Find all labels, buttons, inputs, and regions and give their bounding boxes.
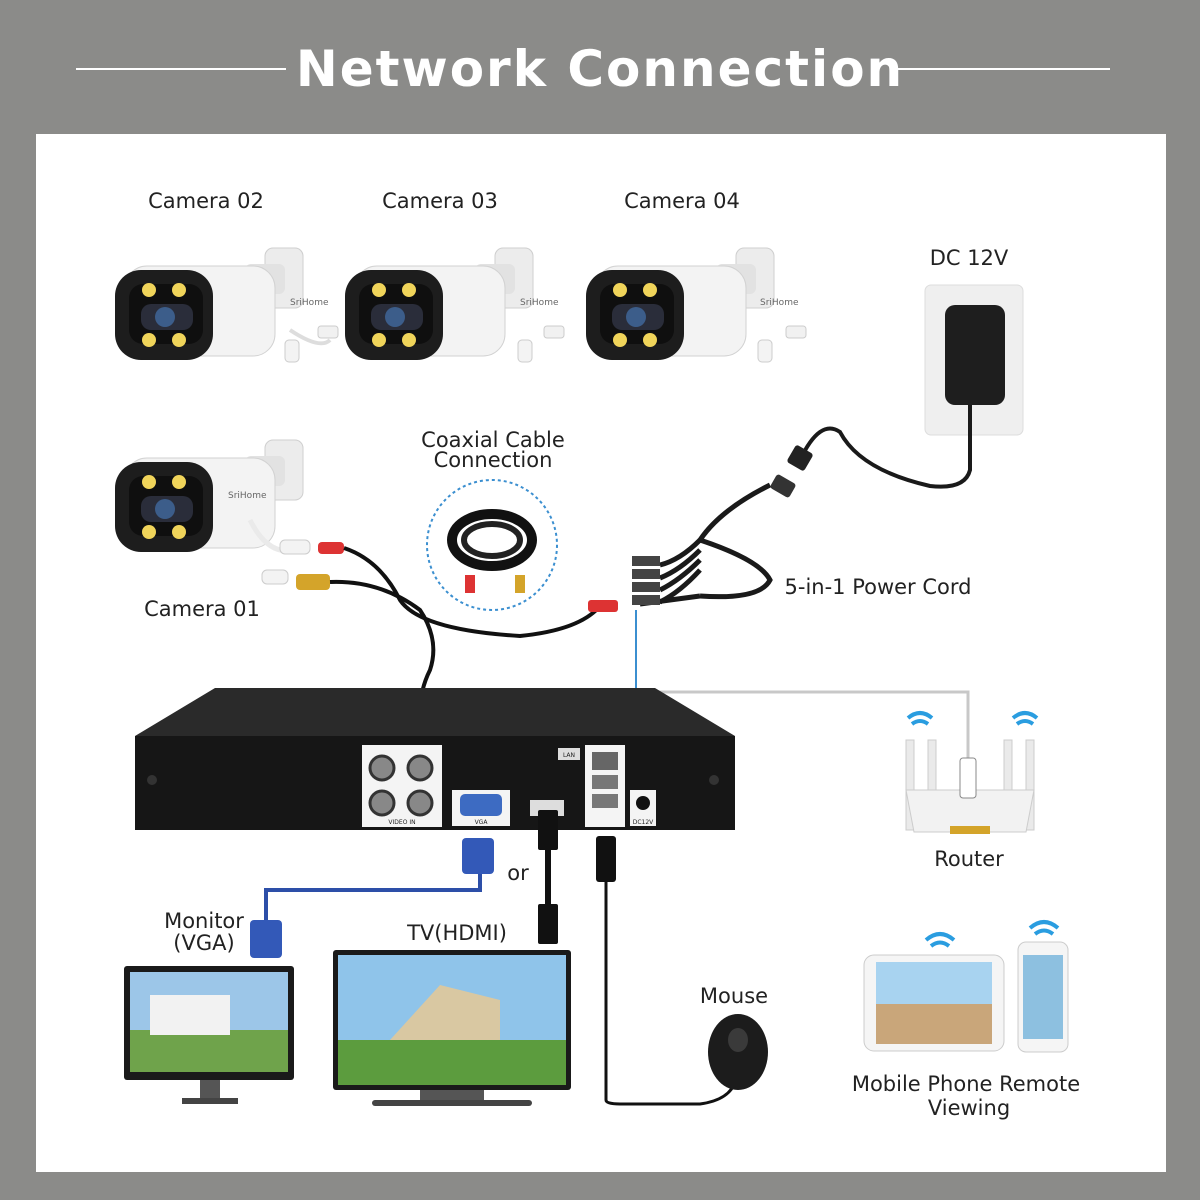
lan-port-label: LAN	[563, 752, 575, 759]
camera-01-label: Camera 01	[144, 597, 260, 621]
power-adapter-label: DC 12V	[930, 246, 1009, 270]
title-bar: Network Connection	[0, 30, 1200, 110]
camera-03: Camera 03 SriHome	[344, 189, 565, 363]
hdmi-tv: TV(HDMI)	[333, 921, 571, 1106]
usb-mouse: Mouse	[700, 984, 768, 1090]
tv-label: TV(HDMI)	[406, 921, 507, 945]
or-label: or	[507, 861, 529, 885]
mobile-label-line1: Mobile Phone Remote	[852, 1072, 1080, 1096]
power-adapter: DC 12V	[770, 246, 1024, 498]
power-splitter-label: 5-in-1 Power Cord	[785, 575, 972, 599]
camera-brand: SriHome	[228, 491, 267, 501]
camera-03-label: Camera 03	[382, 189, 498, 213]
vga-monitor: Monitor (VGA)	[124, 909, 294, 1104]
camera-brand: SriHome	[290, 298, 329, 308]
vga-port-label: VGA	[475, 819, 489, 826]
router-label: Router	[934, 847, 1004, 871]
mobile-label-line2: Viewing	[928, 1096, 1010, 1120]
monitor-label-line1: Monitor	[164, 909, 244, 933]
camera-brand: SriHome	[760, 298, 799, 308]
camera-02: Camera 02 SriHome	[114, 189, 339, 363]
power-splitter: 5-in-1 Power Cord	[632, 482, 972, 607]
connection-diagram: Camera 02 SriHome Camera 03 SriHome Came…	[114, 189, 1080, 1120]
coax-label-line2: Connection	[434, 448, 553, 472]
camera-04: Camera 04 SriHome	[585, 189, 807, 363]
mobile-devices: Mobile Phone Remote Viewing	[852, 920, 1080, 1120]
dc-port-label: DC12V	[633, 819, 654, 826]
camera-04-label: Camera 04	[624, 189, 740, 213]
video-in-label: VIDEO IN	[388, 819, 415, 826]
dvr-recorder: VIDEO IN VGA LAN DC12V	[135, 688, 735, 830]
coax-cable: Coaxial Cable Connection	[421, 428, 565, 611]
title-rule-left	[76, 68, 286, 70]
camera-01: SriHome Camera 01	[114, 439, 344, 621]
camera-brand: SriHome	[520, 298, 559, 308]
page-title: Network Connection	[295, 40, 905, 98]
router: Router	[905, 711, 1039, 871]
title-rule-right	[894, 68, 1110, 70]
camera-02-label: Camera 02	[148, 189, 264, 213]
monitor-label-line2: (VGA)	[173, 931, 234, 955]
diagram-panel: Camera 02 SriHome Camera 03 SriHome Came…	[36, 134, 1166, 1172]
coax-label-line1: Coaxial Cable	[421, 428, 565, 452]
mouse-label: Mouse	[700, 984, 768, 1008]
